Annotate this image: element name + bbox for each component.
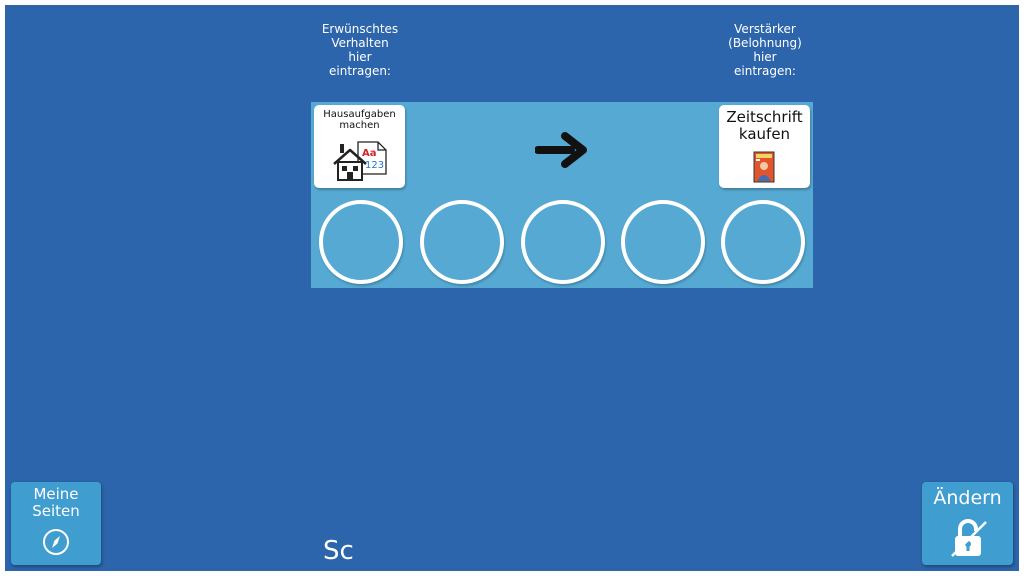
reward-caption: Verstärker (Belohnung) hier eintragen: bbox=[728, 22, 802, 78]
unlocked-padlock-icon bbox=[951, 519, 987, 557]
token-slot-2[interactable] bbox=[420, 200, 504, 284]
token-slot-3[interactable] bbox=[521, 200, 605, 284]
right-arrow-icon bbox=[535, 132, 587, 168]
behavior-caption: Erwünschtes Verhalten hier eintragen: bbox=[321, 22, 399, 78]
edit-label: Ändern bbox=[933, 487, 1002, 509]
svg-text:Aa: Aa bbox=[362, 148, 377, 159]
token-slot-1[interactable] bbox=[319, 200, 403, 284]
reward-card[interactable]: Zeitschrift kaufen bbox=[719, 105, 810, 188]
token-slot-5[interactable] bbox=[721, 200, 805, 284]
edit-button[interactable]: Ändern bbox=[922, 482, 1013, 565]
my-pages-button[interactable]: Meine Seiten bbox=[11, 482, 101, 565]
my-pages-label: Meine Seiten bbox=[32, 485, 80, 520]
token-board: Hausaufgaben machen Aa 123 Zeitschrift bbox=[311, 102, 813, 288]
behavior-card[interactable]: Hausaufgaben machen Aa 123 bbox=[314, 105, 405, 188]
compass-icon bbox=[43, 529, 69, 555]
app-frame: Erwünschtes Verhalten hier eintragen: Ve… bbox=[5, 5, 1019, 571]
behavior-card-label: Hausaufgaben machen bbox=[323, 109, 396, 131]
reward-card-label: Zeitschrift kaufen bbox=[726, 108, 803, 143]
svg-text:123: 123 bbox=[365, 160, 384, 171]
token-slot-4[interactable] bbox=[621, 200, 705, 284]
house-homework-icon: Aa 123 bbox=[333, 141, 387, 181]
bottom-partial-text: Sc bbox=[323, 536, 354, 566]
magazine-icon bbox=[753, 151, 775, 183]
